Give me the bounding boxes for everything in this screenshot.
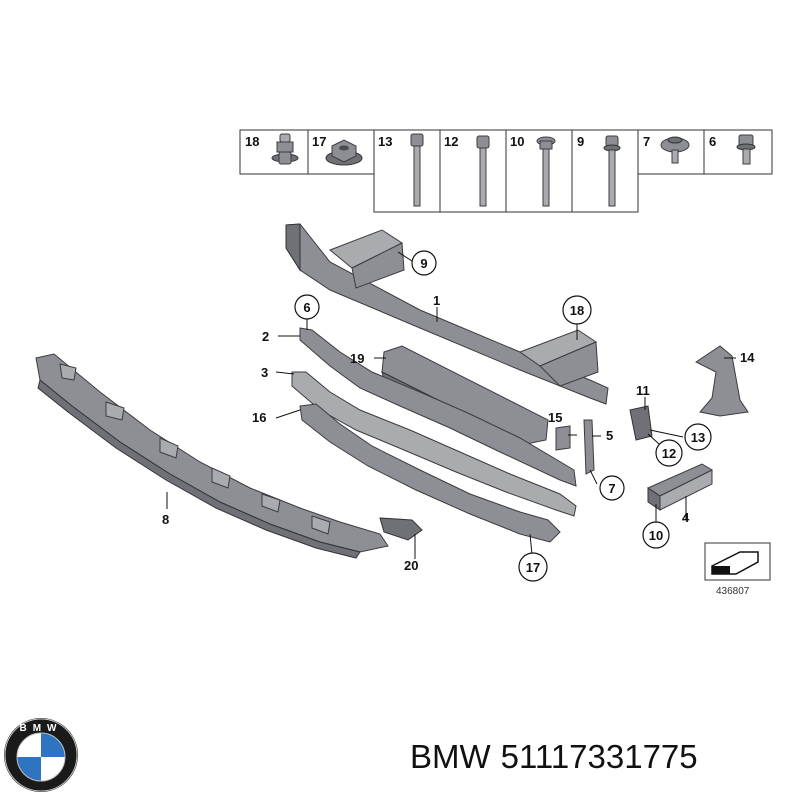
table-header-13: 13 (378, 134, 392, 149)
table-cell-18 (239, 129, 309, 175)
part-16-strip (299, 403, 561, 543)
callout-12: 12 (655, 439, 683, 467)
part-15-bracket (555, 425, 571, 451)
callout-18-text: 18 (570, 303, 584, 318)
label-3: 3 (261, 365, 268, 380)
label-11: 11 (636, 383, 650, 398)
part-number: 51117331775 (500, 738, 698, 775)
callout-7: 7 (599, 475, 625, 501)
orientation-arrow-icon (704, 542, 771, 581)
part-5-bracket (583, 419, 595, 475)
table-header-12: 12 (444, 134, 458, 149)
table-cell-9 (571, 129, 639, 213)
brand-name: BMW (410, 738, 491, 775)
fastener-13-icon (410, 133, 424, 207)
callout-9: 9 (411, 250, 437, 276)
label-14: 14 (740, 350, 755, 365)
part-1-bumper-carrier (285, 223, 609, 405)
part-20-clip (379, 517, 423, 541)
callout-6: 6 (294, 294, 320, 320)
fastener-9-icon (603, 135, 621, 207)
label-8: 8 (162, 512, 169, 527)
callout-17: 17 (518, 552, 548, 582)
fastener-table: 18 17 13 12 10 9 7 6 (239, 129, 773, 213)
callout-9-text: 9 (420, 256, 427, 271)
label-19: 19 (350, 351, 364, 366)
fastener-18-icon (271, 133, 299, 165)
fastener-17-icon (325, 139, 363, 166)
part-14-bracket (695, 345, 749, 417)
callout-7-text: 7 (608, 481, 615, 496)
part-3-strip (291, 371, 577, 517)
table-cell-6 (703, 129, 773, 175)
part-8-absorber (35, 353, 389, 559)
callout-10: 10 (642, 521, 670, 549)
leader-lines (166, 251, 736, 566)
part-4-block (646, 463, 714, 511)
diagram-reference: 436807 (716, 586, 750, 597)
table-header-18: 18 (245, 134, 259, 149)
table-cell-13 (373, 129, 441, 213)
fastener-12-icon (476, 135, 490, 207)
callout-13-text: 13 (691, 430, 705, 445)
fastener-6-icon (736, 134, 756, 165)
label-5: 5 (606, 428, 613, 443)
table-header-7: 7 (643, 134, 650, 149)
label-4: 4 (682, 510, 690, 525)
callout-10-text: 10 (649, 528, 663, 543)
table-cell-12 (439, 129, 507, 213)
callout-13: 13 (684, 423, 712, 451)
label-15: 15 (548, 410, 562, 425)
table-header-9: 9 (577, 134, 584, 149)
table-header-6: 6 (709, 134, 716, 149)
table-header-10: 10 (510, 134, 524, 149)
table-header-17: 17 (312, 134, 326, 149)
label-1: 1 (433, 293, 440, 308)
part-11-bracket (629, 405, 653, 441)
fastener-7-icon (660, 136, 690, 164)
callout-17-text: 17 (526, 560, 540, 575)
label-20: 20 (404, 558, 418, 573)
label-2: 2 (262, 329, 269, 344)
label-16: 16 (252, 410, 266, 425)
part-2-strip (299, 327, 577, 487)
bmw-logo: BMW (4, 718, 78, 792)
callout-18: 18 (562, 295, 592, 325)
logo-text: BMW (20, 723, 63, 734)
callout-6-text: 6 (303, 300, 310, 315)
callout-12-text: 12 (662, 446, 676, 461)
fastener-10-icon (536, 136, 556, 207)
